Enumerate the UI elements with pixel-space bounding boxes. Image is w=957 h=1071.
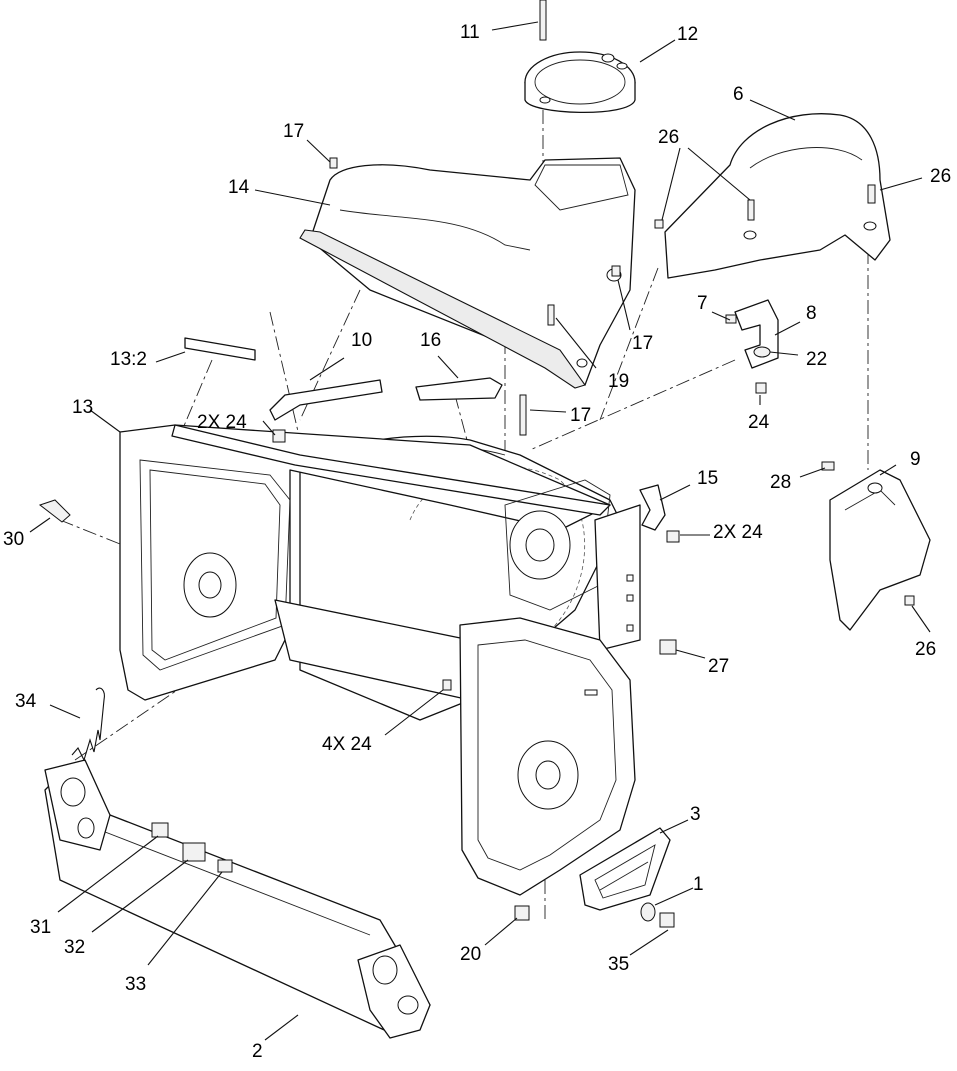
auger-housing [119,424,641,721]
callout-32: 32 [64,937,85,958]
callout-2x24-right: 2X 24 [713,522,763,543]
callout-3: 3 [690,804,701,825]
callout-10: 10 [351,330,372,351]
skid-shoe [579,827,671,911]
callout-12: 12 [677,24,698,45]
tab [415,377,503,401]
callout-17-mid: 17 [632,333,653,354]
chute-deflector [664,113,891,279]
callout-16: 16 [420,330,441,351]
callout-17-top: 17 [283,121,304,142]
chute-base [299,157,636,389]
spring [71,687,105,762]
deflector-bracket [829,469,931,631]
decal [184,337,256,361]
callout-labels: 11 12 6 17 26 26 14 7 8 17 10 16 13:2 22… [3,22,951,1062]
callout-34: 34 [15,691,37,712]
strap [269,379,383,421]
callout-1: 1 [693,874,704,895]
callout-8: 8 [806,303,817,324]
callout-4x24: 4X 24 [322,734,372,755]
scraper-bar [44,759,431,1039]
callout-26-lower: 26 [915,639,936,660]
callout-2x24-left: 2X 24 [197,412,247,433]
leader-lines [29,21,931,1041]
right-side-plate [459,617,636,896]
callout-13: 13 [72,397,93,418]
callout-13-2: 13:2 [110,349,147,370]
chute-ring [524,51,636,114]
callout-6: 6 [733,84,744,105]
callout-31: 31 [30,917,51,938]
callout-26-right: 26 [930,166,951,187]
callout-19: 19 [608,371,629,392]
callout-24-bracket: 24 [748,412,770,433]
callout-14: 14 [228,177,250,198]
small-bracket [734,299,779,369]
callout-11: 11 [460,22,480,43]
callout-27: 27 [708,656,729,677]
callout-20: 20 [460,944,481,965]
callout-26-left: 26 [658,127,679,148]
callout-15: 15 [697,468,718,489]
hardware [38,0,915,928]
callout-30: 30 [3,529,24,550]
callout-35: 35 [608,954,629,975]
callout-9: 9 [910,449,921,470]
clip [639,484,666,531]
callout-17-low: 17 [570,405,591,426]
callout-28: 28 [770,472,791,493]
callout-7: 7 [697,293,708,314]
callout-22: 22 [806,349,827,370]
callout-33: 33 [125,974,146,995]
callout-2: 2 [252,1041,263,1062]
